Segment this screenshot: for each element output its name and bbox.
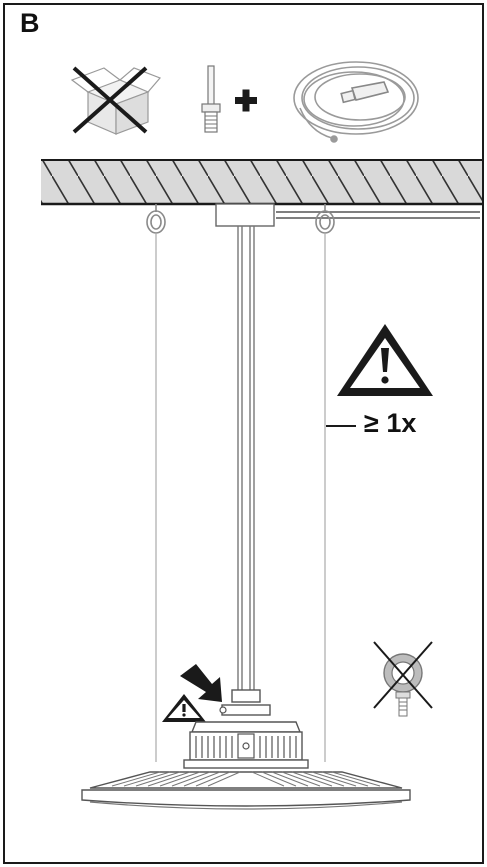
- ceiling: [41, 160, 482, 204]
- min-count-label: ≥ 1x: [364, 408, 417, 438]
- ceiling-canopy: [215, 203, 275, 227]
- warning-triangle-small-icon: [162, 694, 206, 722]
- crossed-box-icon: [70, 66, 162, 135]
- safety-cable-icon: [293, 61, 419, 143]
- crossed-eyebolt-icon: [373, 641, 433, 717]
- suspension-tube: [237, 226, 255, 690]
- high-bay-luminaire: [81, 689, 411, 810]
- ceiling-hook-left: [146, 204, 166, 234]
- arrow-icon: [180, 664, 222, 702]
- panel-border: [3, 3, 484, 864]
- threaded-rod-icon: [201, 65, 221, 133]
- plus-icon: [235, 89, 257, 112]
- panel-label: B: [20, 8, 40, 38]
- warning-triangle-icon: [337, 324, 433, 396]
